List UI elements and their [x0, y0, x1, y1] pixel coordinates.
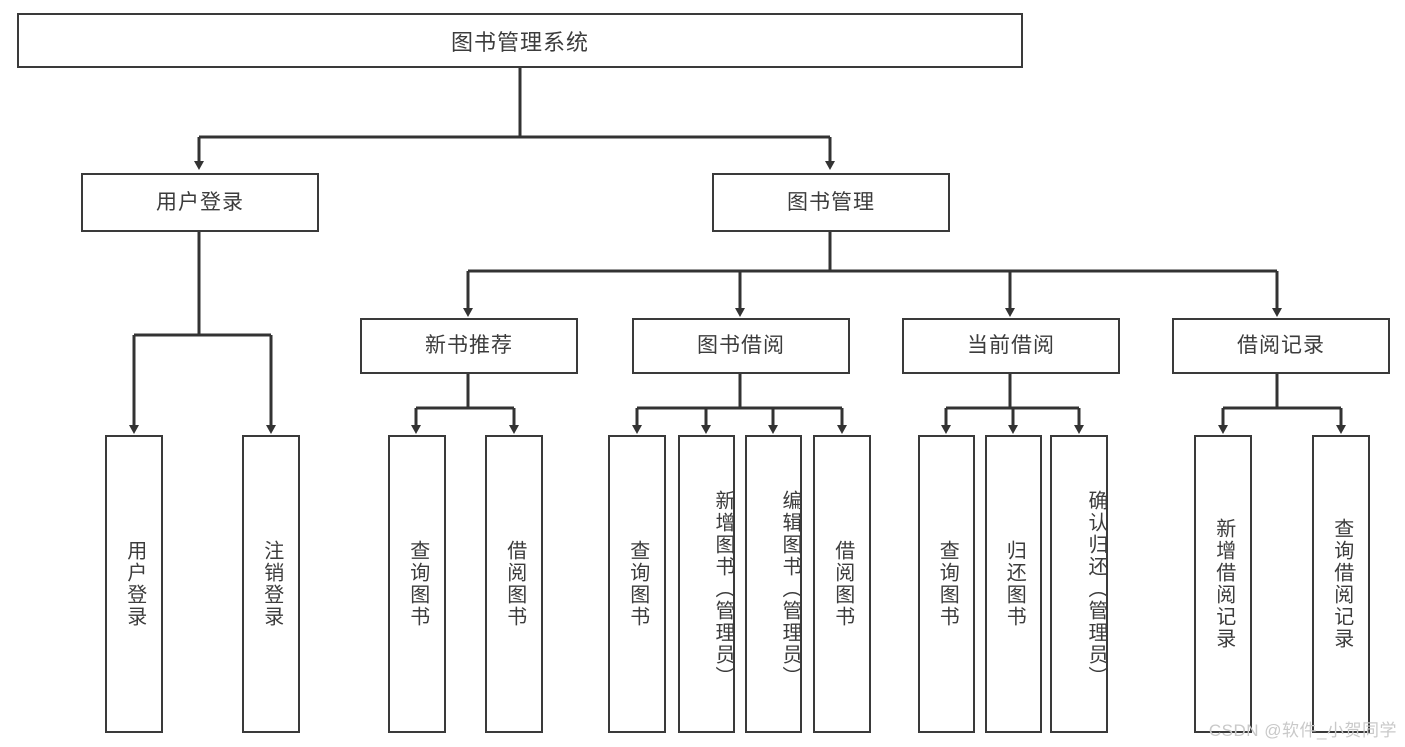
leaf-query-book-borrow[interactable]: 查询图书: [608, 435, 666, 733]
node-label: 用户登录: [123, 540, 146, 628]
node-root-system[interactable]: 图书管理系统: [17, 13, 1023, 68]
node-label: 图书借阅: [697, 334, 785, 358]
node-borrow-record[interactable]: 借阅记录: [1172, 318, 1390, 374]
node-user-login[interactable]: 用户登录: [81, 173, 319, 232]
node-book-borrow[interactable]: 图书借阅: [632, 318, 850, 374]
node-label: 新增借阅记录: [1212, 518, 1235, 650]
node-label: 查询图书: [626, 540, 649, 628]
leaf-user-login[interactable]: 用户登录: [105, 435, 163, 733]
node-label: 归还图书: [1003, 540, 1026, 628]
node-label: 查询图书: [936, 540, 959, 628]
leaf-logout-login[interactable]: 注销登录: [242, 435, 300, 733]
node-label: 查询图书: [406, 540, 429, 628]
node-label: 当前借阅: [967, 334, 1055, 358]
leaf-borrow-book[interactable]: 借阅图书: [813, 435, 871, 733]
leaf-edit-book-admin[interactable]: 编辑图书（管理员）: [745, 435, 802, 733]
node-label: 新书推荐: [425, 334, 513, 358]
node-label: 图书管理: [787, 190, 875, 214]
node-label: 编辑图书（管理员）: [779, 490, 801, 688]
leaf-borrow-book-recommend[interactable]: 借阅图书: [485, 435, 543, 733]
leaf-confirm-return-admin[interactable]: 确认归还（管理员）: [1050, 435, 1108, 733]
node-label: 借阅图书: [831, 540, 854, 628]
leaf-query-borrow-record[interactable]: 查询借阅记录: [1312, 435, 1370, 733]
node-label: 图书管理系统: [450, 29, 589, 55]
node-label: 借阅记录: [1237, 334, 1325, 358]
node-label: 新增图书（管理员）: [712, 490, 734, 688]
node-book-management[interactable]: 图书管理: [712, 173, 950, 232]
node-label: 确认归还（管理员）: [1085, 490, 1107, 688]
watermark-text: CSDN @软件_小贺同学: [1208, 721, 1397, 740]
leaf-add-book-admin[interactable]: 新增图书（管理员）: [678, 435, 735, 733]
leaf-add-borrow-record[interactable]: 新增借阅记录: [1194, 435, 1252, 733]
node-label: 注销登录: [260, 540, 283, 628]
leaf-query-book-recommend[interactable]: 查询图书: [388, 435, 446, 733]
node-label: 查询借阅记录: [1330, 518, 1353, 650]
leaf-query-book-current[interactable]: 查询图书: [918, 435, 975, 733]
leaf-return-book[interactable]: 归还图书: [985, 435, 1042, 733]
node-label: 用户登录: [156, 190, 244, 214]
node-current-borrow[interactable]: 当前借阅: [902, 318, 1120, 374]
node-new-book-recommend[interactable]: 新书推荐: [360, 318, 578, 374]
node-label: 借阅图书: [503, 540, 526, 628]
